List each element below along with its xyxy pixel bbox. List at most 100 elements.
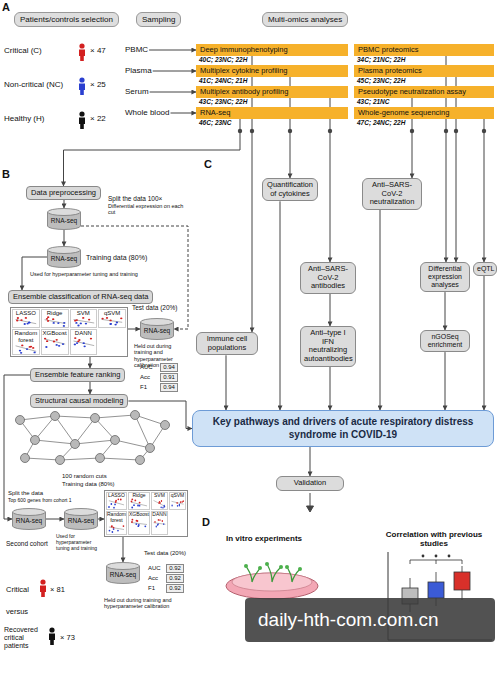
note: versus xyxy=(6,608,28,617)
data-point xyxy=(154,521,155,523)
cohort-label: Second cohort xyxy=(6,540,48,547)
node-text: RNA-seq xyxy=(12,508,46,525)
decision-line xyxy=(109,501,124,505)
note: Held out during training and hyperparame… xyxy=(104,597,190,610)
scatter-plot xyxy=(42,316,68,327)
scatter-plot xyxy=(152,498,167,509)
process-box: Ensemble feature ranking xyxy=(30,368,125,382)
analysis-box: Validation xyxy=(276,476,344,491)
connector xyxy=(484,276,485,410)
data-point xyxy=(115,501,117,503)
petri-dish xyxy=(226,562,318,599)
model-cell: SVM xyxy=(70,309,98,328)
data-point xyxy=(110,323,112,325)
data-point xyxy=(159,519,160,521)
assay-box: Pseudotype neutralization assay43C; 21NC xyxy=(354,86,494,98)
data-cylinder: RNA-seq xyxy=(64,508,98,530)
data-point xyxy=(20,352,22,354)
cylinder-top xyxy=(65,509,98,516)
connector xyxy=(171,113,197,114)
data-point xyxy=(83,345,85,347)
data-point xyxy=(55,338,57,340)
connector xyxy=(150,92,196,93)
data-point xyxy=(136,520,138,522)
data-point xyxy=(158,519,159,521)
connector xyxy=(310,447,311,476)
model-name: DANN xyxy=(152,512,167,517)
model-panel: LASSORidgeSVMqSVMRandom forestXGBoostDAN… xyxy=(10,307,128,357)
connector xyxy=(445,292,446,330)
node-text: Whole-genome sequencing xyxy=(358,107,490,119)
data-point xyxy=(162,507,163,509)
count-label: × 47 xyxy=(90,46,106,55)
note: Used for hyperparameter tuning and train… xyxy=(30,271,140,277)
section-title: In vitro experiments xyxy=(226,534,302,543)
model-cell: XGBoost xyxy=(128,511,150,535)
assay-box: Multiplex antibody profiling43C; 23NC; 2… xyxy=(196,86,348,98)
data-point xyxy=(45,346,47,348)
note: Training data (80%) xyxy=(86,254,147,262)
node-text: Quantification of cytokines xyxy=(266,181,314,198)
analysis-box: eQTL xyxy=(473,262,497,276)
analysis-box: Anti–type I IFN neutralizing autoantibod… xyxy=(300,326,356,367)
node-text: eQTL xyxy=(477,265,493,273)
decision-line xyxy=(109,527,124,530)
group-label: Recovered critical patients xyxy=(4,626,44,650)
data-point xyxy=(180,501,181,503)
data-point xyxy=(46,318,48,320)
note: Split the data xyxy=(8,490,43,497)
person-icon xyxy=(40,579,46,597)
node-text: Validation xyxy=(280,479,340,488)
metric-name: AUC xyxy=(148,565,161,572)
node-text: Data preprocessing xyxy=(31,188,96,198)
connector xyxy=(330,367,331,411)
node-text: RNA-seq xyxy=(47,246,81,263)
model-name: DANN xyxy=(71,330,97,336)
analysis-box: Anti–SARS-CoV-2 antibodies xyxy=(300,262,356,294)
data-point xyxy=(144,525,146,527)
data-point xyxy=(21,344,23,346)
data-point xyxy=(133,505,135,507)
data-point xyxy=(63,322,65,324)
note: Test data (20%) xyxy=(132,304,178,311)
node-text: Anti–type I IFN neutralizing autoantibod… xyxy=(304,329,352,364)
data-point xyxy=(19,350,21,352)
model-name: Ridge xyxy=(42,310,68,316)
data-point xyxy=(75,322,77,324)
scatter-plot xyxy=(107,523,126,534)
data-point xyxy=(179,504,180,506)
metric-value: 0.94 xyxy=(160,383,178,392)
assay-box: Multiplex cytokine profiling41C; 24NC; 2… xyxy=(196,65,348,77)
data-point xyxy=(115,324,117,326)
model-cell: LASSO xyxy=(106,492,127,510)
panel-letter: D xyxy=(202,516,210,529)
assay-box: PBMC proteomics34C; 21NC; 22H xyxy=(354,44,494,56)
model-cell: qSVM xyxy=(98,309,126,328)
data-point xyxy=(120,318,122,320)
note: Differential expression on each cut xyxy=(108,203,188,216)
decision-line xyxy=(131,502,147,506)
node-text: Sampling xyxy=(142,15,175,24)
decision-line xyxy=(16,320,37,324)
data-point xyxy=(58,344,60,346)
data-point xyxy=(123,525,125,527)
lollipop-dots xyxy=(238,129,486,133)
panel-letter: A xyxy=(2,1,10,14)
node-text: Differential expression analyses xyxy=(424,265,466,289)
person-icon xyxy=(79,43,85,61)
person-icon xyxy=(79,77,85,95)
model-cell: LASSO xyxy=(12,309,40,328)
data-point xyxy=(106,317,108,319)
data-point xyxy=(44,337,46,339)
model-name: Ridge xyxy=(129,493,149,498)
analysis-box: nGOSeq enrichment xyxy=(420,330,470,352)
data-point xyxy=(20,319,22,321)
cylinder-top xyxy=(141,319,174,326)
data-point xyxy=(46,340,48,342)
count-label: × 73 xyxy=(60,634,75,643)
data-cylinder: RNA-seq xyxy=(47,208,81,230)
data-point xyxy=(120,499,122,501)
data-point xyxy=(171,505,172,507)
node-text: RNA-seq xyxy=(106,562,140,579)
